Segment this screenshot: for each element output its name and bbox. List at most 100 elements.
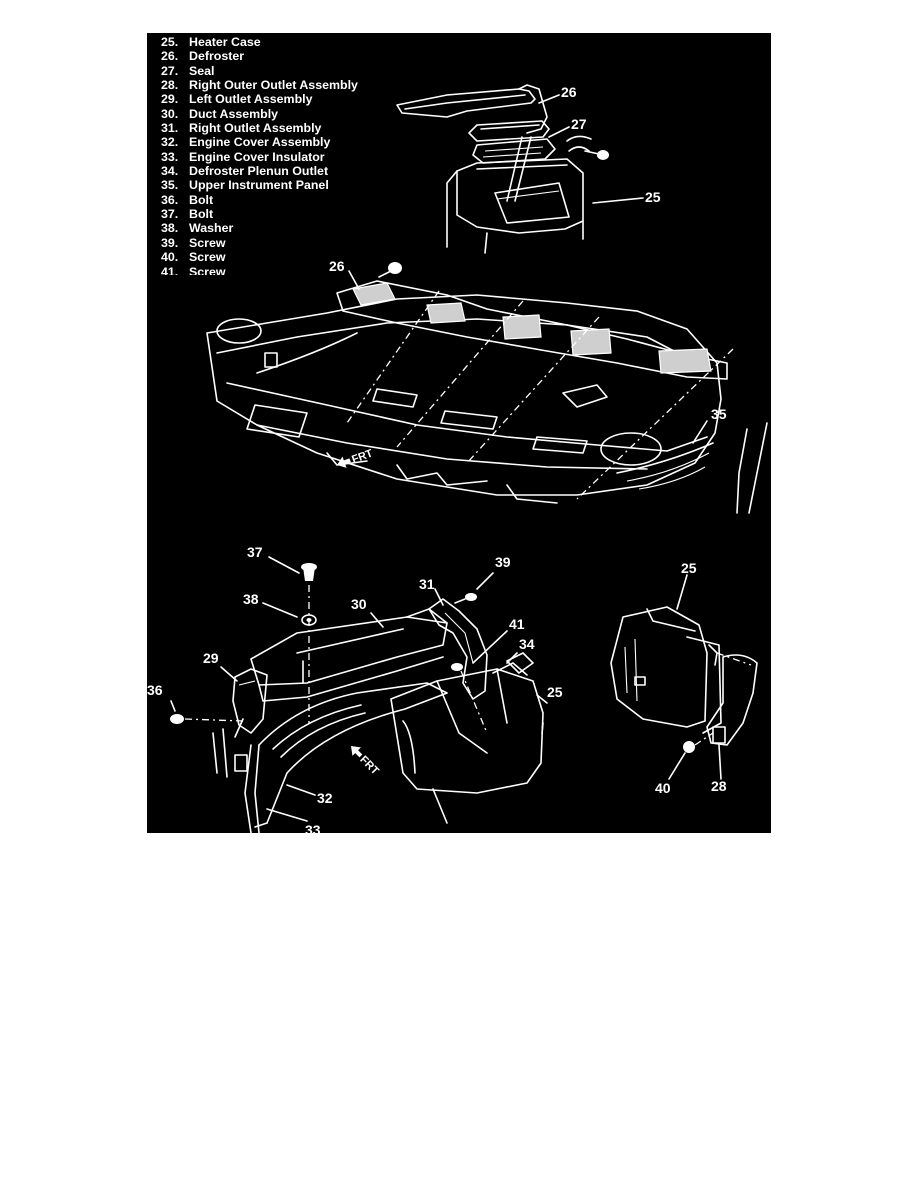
- bolt-37: [301, 563, 317, 723]
- legend-item-number: 41.: [161, 264, 179, 276]
- callout-34: 34: [519, 636, 535, 652]
- legend-item-label: Screw: [189, 250, 226, 265]
- callout-27: 27: [571, 116, 587, 132]
- frt-arrow-panel: FRT: [337, 447, 375, 468]
- legend-item-label: Engine Cover Insulator: [189, 149, 325, 164]
- callouts: 26 27 25 26 35 37 38 30 31 39 41 34 29 3…: [147, 84, 727, 833]
- legend-item-label: Duct Assembly: [189, 106, 279, 121]
- legend-item: 41. Screw: [161, 265, 411, 276]
- legend-item: 38. Washer: [161, 221, 411, 235]
- legend-item-label: Left Outlet Assembly: [189, 92, 313, 107]
- legend-item-number: 29.: [161, 92, 179, 107]
- callout-26-top: 26: [561, 84, 577, 100]
- legend-item-label: Seal: [189, 63, 215, 78]
- frt-arrow-cover: FRT: [351, 746, 381, 778]
- legend-item-label: Engine Cover Assembly: [189, 135, 331, 150]
- heater-case-right: [610, 606, 722, 734]
- callout-41: 41: [509, 616, 525, 632]
- diagram-artwork: FRT FRT: [147, 84, 768, 833]
- screw-39: [454, 593, 477, 604]
- legend-item-label: Screw: [189, 235, 226, 250]
- legend-item-label: Defroster: [189, 49, 245, 64]
- callout-28: 28: [711, 778, 727, 794]
- screw-41: [451, 663, 488, 734]
- defroster-plenum-outlet-34: [506, 652, 534, 674]
- heater-case-top: [446, 136, 584, 254]
- left-outlet-29: [212, 668, 268, 778]
- engine-cover-32: [254, 682, 448, 828]
- defroster-duct-mid: [256, 280, 728, 380]
- callout-25-top: 25: [645, 189, 661, 205]
- callout-29: 29: [203, 650, 219, 666]
- legend-item: 35. Upper Instrument Panel: [161, 178, 411, 192]
- right-outer-outlet-28: [706, 652, 758, 746]
- instrument-panel: [206, 294, 768, 514]
- seal-top: [472, 138, 556, 164]
- legend-item-label: Right Outlet Assembly: [189, 121, 322, 136]
- callout-26-mid: 26: [329, 258, 345, 274]
- legend-item: 30. Duct Assembly: [161, 107, 411, 121]
- legend-item: 27. Seal: [161, 64, 411, 78]
- callout-31: 31: [419, 576, 435, 592]
- legend-item-number: 27.: [161, 63, 179, 78]
- legend-item: 26. Defroster: [161, 49, 411, 63]
- legend-item-number: 35.: [161, 178, 179, 193]
- legend-item: 28. Right Outer Outlet Assembly: [161, 78, 411, 92]
- callout-25-right: 25: [681, 560, 697, 576]
- callout-39: 39: [495, 554, 511, 570]
- leader-lines: [170, 94, 722, 822]
- legend-item-label: Defroster Plenun Outlet: [189, 164, 329, 179]
- callout-32: 32: [317, 790, 333, 806]
- callout-33: 33: [305, 822, 321, 833]
- washer-38: [301, 614, 317, 626]
- callout-36: 36: [147, 682, 163, 698]
- callout-30: 30: [351, 596, 367, 612]
- duct-assembly: [250, 608, 448, 702]
- legend-item-label: Right Outer Outlet Assembly: [189, 78, 358, 93]
- legend-item-number: 30.: [161, 106, 179, 121]
- legend-item: 40. Screw: [161, 250, 411, 264]
- legend-item: 33. Engine Cover Insulator: [161, 150, 411, 164]
- exploded-parts-diagram: 25. Heater Case 26. Defroster 27. Seal 28. Righ…: [147, 33, 771, 833]
- legend-item-number: 36.: [161, 192, 179, 207]
- callout-37: 37: [247, 544, 263, 560]
- legend-item-label: Bolt: [189, 207, 214, 222]
- legend-item-number: 32.: [161, 135, 179, 150]
- frt-label-panel: FRT: [350, 447, 374, 466]
- legend-item-number: 38.: [161, 221, 179, 236]
- legend-item-label: Bolt: [189, 192, 214, 207]
- callout-25-bottom: 25: [547, 684, 563, 700]
- legend-item-number: 31.: [161, 121, 179, 136]
- panel-dash-lines: [346, 290, 734, 500]
- frt-label-cover: FRT: [357, 754, 381, 778]
- parts-legend: 25. Heater Case 26. Defroster 27. Seal 28. Righ…: [161, 35, 411, 275]
- legend-item-number: 40.: [161, 250, 179, 265]
- legend-item-label: Heater Case: [189, 35, 261, 49]
- legend-item-label: Washer: [189, 221, 234, 236]
- legend-item: 31. Right Outlet Assembly: [161, 121, 411, 135]
- callout-40: 40: [655, 780, 671, 796]
- legend-item-number: 34.: [161, 164, 179, 179]
- legend-item-number: 25.: [161, 35, 179, 49]
- legend-item-number: 33.: [161, 149, 179, 164]
- legend-item-number: 37.: [161, 207, 179, 222]
- legend-item: 34. Defroster Plenun Outlet: [161, 164, 411, 178]
- legend-item-label: Screw: [189, 264, 226, 276]
- legend-item-label: Upper Instrument Panel: [189, 178, 329, 193]
- bolt-36: [170, 714, 244, 724]
- legend-item-number: 28.: [161, 78, 179, 93]
- defroster-assembly-top: [396, 84, 592, 152]
- callout-35: 35: [711, 406, 727, 422]
- legend-item: 32. Engine Cover Assembly: [161, 135, 411, 149]
- legend-item: 25. Heater Case: [161, 35, 411, 49]
- mid-bolt: [378, 262, 402, 278]
- legend-item-number: 26.: [161, 49, 179, 64]
- right-outlet-31: [428, 598, 488, 700]
- legend-item-number: 39.: [161, 235, 179, 250]
- screw-40: [683, 732, 714, 753]
- callout-38: 38: [243, 591, 259, 607]
- legend-item: 37. Bolt: [161, 207, 411, 221]
- legend-item: 36. Bolt: [161, 193, 411, 207]
- legend-item: 29. Left Outlet Assembly: [161, 92, 411, 106]
- engine-cover-insulator-33: [244, 744, 260, 833]
